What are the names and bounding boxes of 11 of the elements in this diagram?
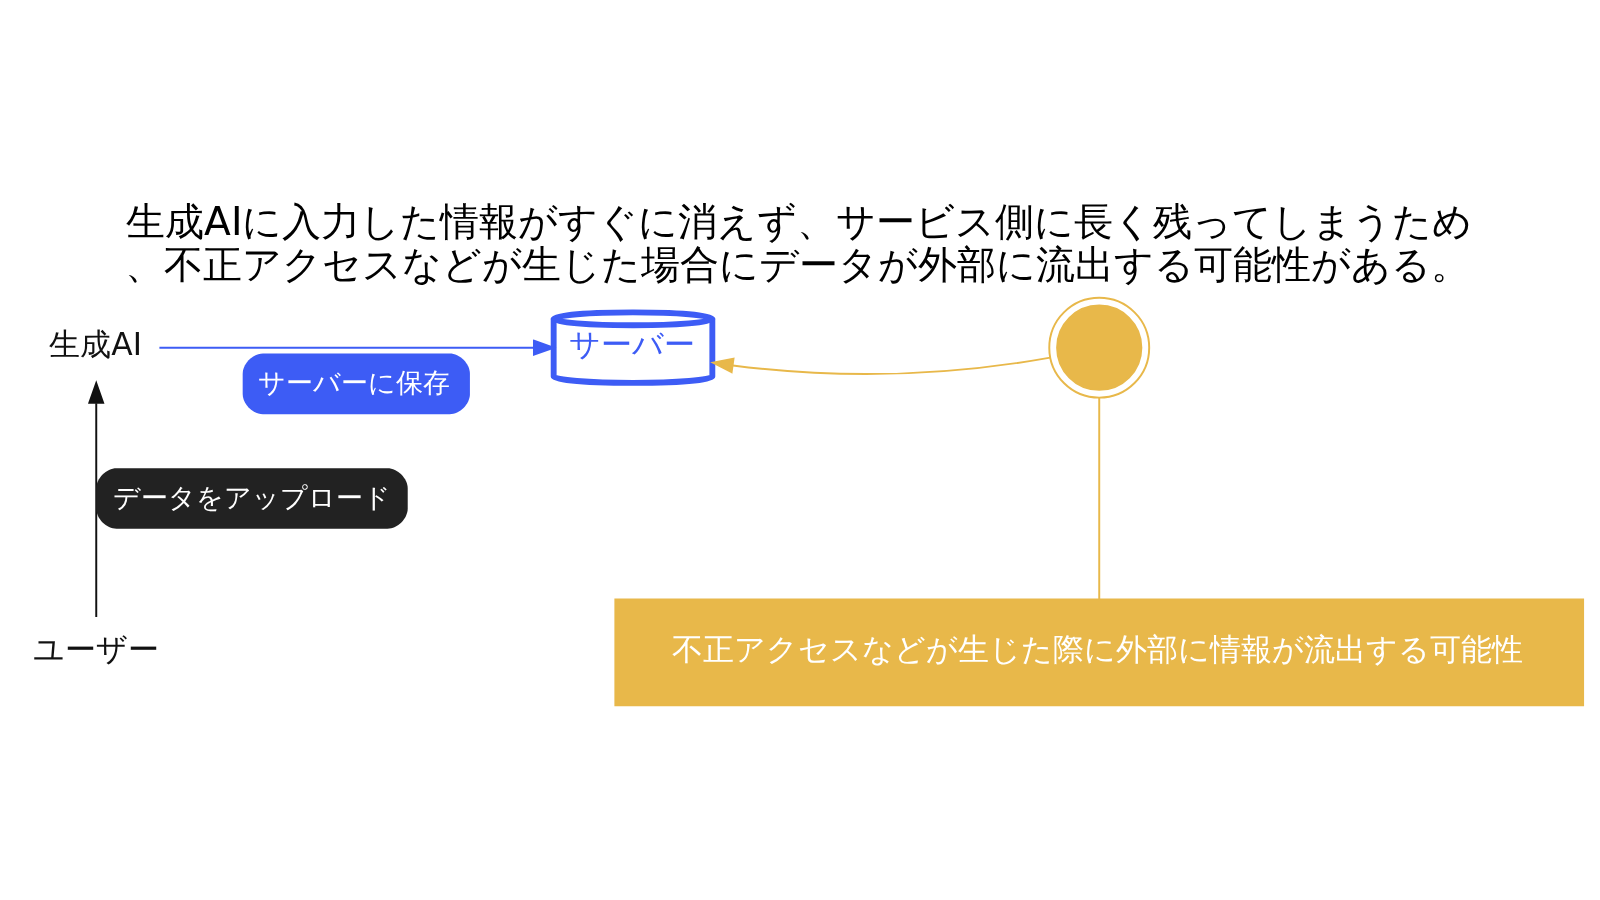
node-box: 不正アクセスなどが生じた際に外部に情報が流出する可能性 <box>614 597 1585 706</box>
diagram-title: 生成AIに入力した情報がすぐに消えず、サービス側に長く残ってしまうため、不正アクセスなどが生じた場合にデータが外部に流出する可能性がある。 <box>125 198 1473 287</box>
arrow <box>158 338 557 356</box>
arrow <box>710 356 1052 375</box>
edge-label: サーバーに保存 <box>258 366 451 398</box>
node-text: ユーザー <box>32 630 159 667</box>
node-text: 生成AI <box>49 325 142 362</box>
edge-label: データをアップロード <box>112 481 391 513</box>
arrow <box>88 379 105 618</box>
node-virus <box>1048 296 1151 399</box>
connector <box>1098 396 1101 600</box>
